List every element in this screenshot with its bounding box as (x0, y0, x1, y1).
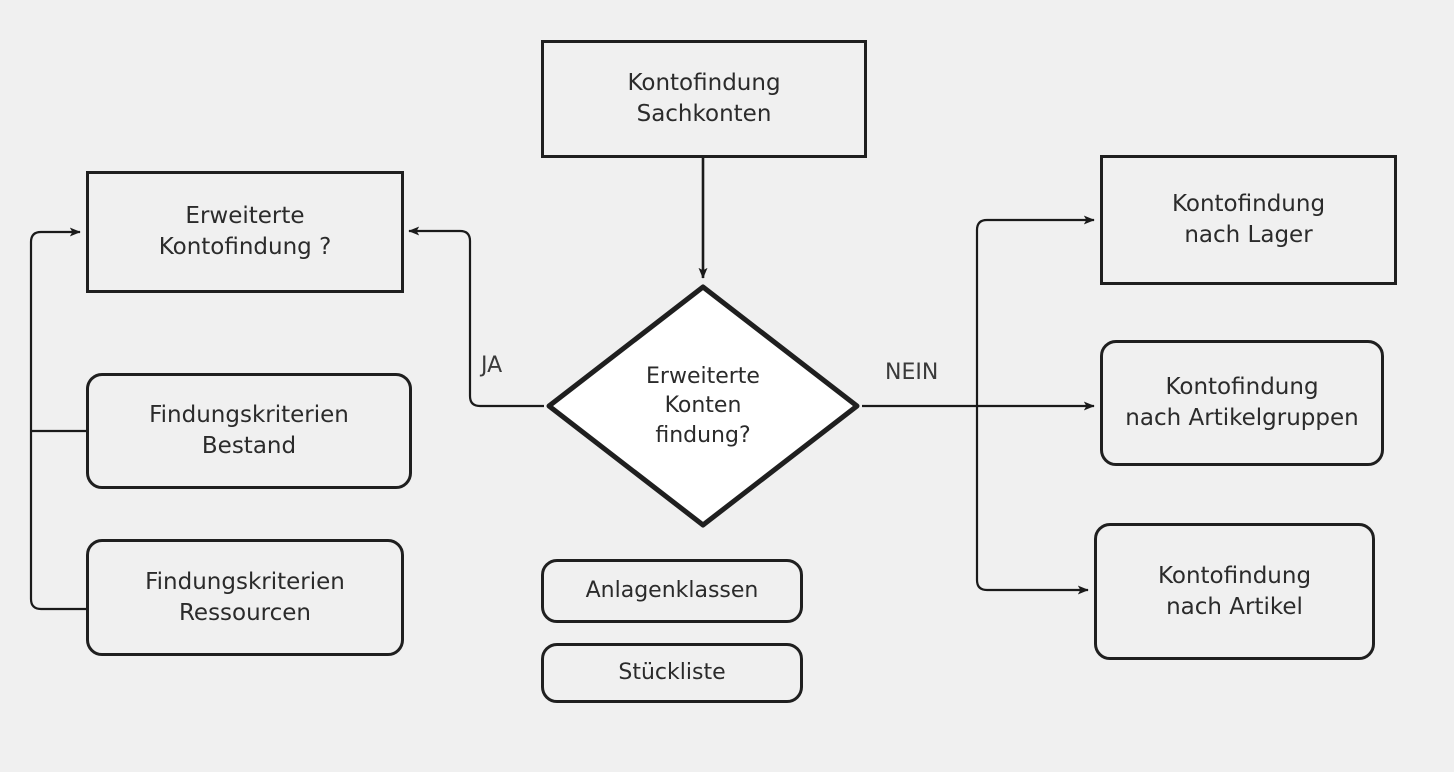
edge-label-nein: NEIN (885, 360, 939, 385)
node-erweiterte-konten-findung-decision[interactable]: Erweiterte Konten findung? (544, 282, 862, 530)
edge-ressourcen-to-trunk (29, 227, 86, 611)
edge-ja-to-erweiterte-kontofindung (408, 226, 544, 408)
edge-nein-to-lager (975, 215, 1095, 406)
node-anlagenklassen[interactable]: Anlagenklassen (541, 559, 803, 623)
diamond-shape (546, 284, 860, 528)
node-erweiterte-konten-findung-label: Erweiterte Konten findung? (646, 364, 760, 448)
node-kontofindung-nach-lager[interactable]: Kontofindung nach Lager (1100, 155, 1397, 285)
node-stueckliste[interactable]: Stückliste (541, 643, 803, 703)
node-kontofindung-nach-artikelgruppen[interactable]: Kontofindung nach Artikelgruppen (1100, 340, 1384, 466)
node-kontofindung-nach-artikel[interactable]: Kontofindung nach Artikel (1094, 523, 1375, 660)
edge-label-ja: JA (481, 353, 503, 378)
node-kontofindung-sachkonten[interactable]: Kontofindung Sachkonten (541, 40, 867, 158)
node-findungskriterien-bestand[interactable]: Findungskriterien Bestand (86, 373, 412, 489)
node-erweiterte-kontofindung[interactable]: Erweiterte Kontofindung ? (86, 171, 404, 293)
edge-nein-to-artikel (975, 406, 1089, 595)
node-findungskriterien-ressourcen[interactable]: Findungskriterien Ressourcen (86, 539, 404, 656)
